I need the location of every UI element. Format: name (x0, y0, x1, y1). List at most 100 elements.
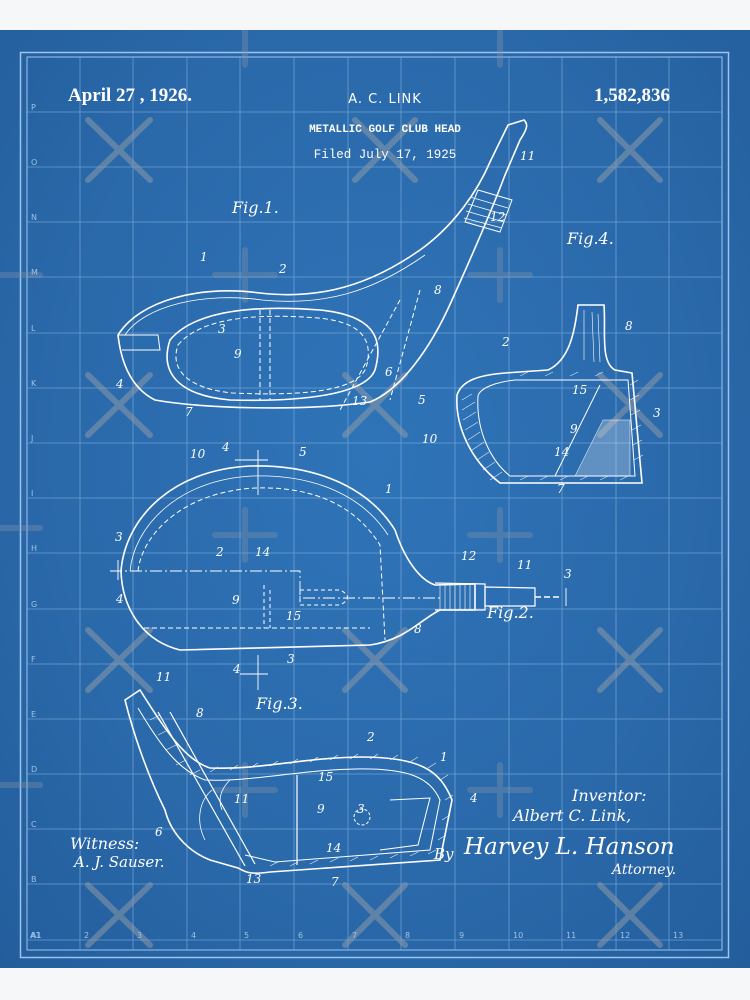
reference-number: 4 (470, 791, 478, 805)
col-label: A1 (30, 931, 41, 940)
col-label: 12 (620, 931, 631, 940)
row-label: C (31, 820, 37, 829)
reference-number: 9 (234, 347, 242, 361)
reference-number: 9 (570, 422, 578, 436)
col-label: 2 (84, 931, 90, 940)
row-label: F (31, 655, 36, 664)
col-label: 3 (137, 931, 143, 940)
row-label: L (31, 324, 36, 333)
reference-number: 7 (331, 875, 339, 889)
row-label: I (31, 489, 34, 498)
reference-number: 7 (185, 405, 193, 419)
reference-number: 8 (434, 283, 442, 297)
col-label: 9 (459, 931, 465, 940)
row-label: P (31, 103, 36, 112)
reference-number: 13 (352, 394, 368, 408)
col-label: 11 (566, 931, 577, 940)
row-label: H (31, 544, 38, 553)
blueprint-poster: April 27 , 1926. 1,582,836 A. C. LINK ME… (0, 30, 750, 968)
row-label: A1 (31, 931, 42, 940)
reference-number: 11 (156, 670, 172, 684)
reference-number: 15 (572, 383, 588, 397)
reference-number: 9 (232, 593, 240, 607)
reference-number: 14 (326, 841, 342, 855)
attorney-signature: Harvey L. Hanson (464, 834, 675, 860)
row-label: K (31, 379, 37, 388)
patent-number: 1,582,836 (594, 85, 670, 106)
reference-number: 4 (116, 377, 124, 391)
col-label: 13 (673, 931, 684, 940)
watermark-marks (0, 30, 663, 948)
reference-number: 3 (287, 652, 295, 666)
reference-number: 9 (317, 802, 325, 816)
reference-number: 4 (116, 592, 124, 606)
col-label: 4 (191, 931, 197, 940)
reference-number: 2 (502, 335, 510, 349)
reference-number: 3 (357, 802, 365, 816)
reference-number: 2 (367, 730, 375, 744)
inventor-header: A. C. LINK (348, 92, 422, 107)
reference-number: 10 (190, 447, 206, 461)
inventor-signature: Albert C. Link, (513, 806, 632, 825)
figure-1-label: Fig.1. (232, 198, 279, 217)
reference-number: 14 (554, 445, 570, 459)
col-label: 8 (405, 931, 411, 940)
issue-date: April 27 , 1926. (68, 85, 193, 106)
by-label: By (434, 845, 454, 863)
reference-number: 12 (461, 549, 477, 563)
reference-number: 1 (440, 750, 448, 764)
row-label: B (31, 875, 37, 884)
reference-number: 3 (115, 530, 123, 544)
filed-date: Filed July 17, 1925 (313, 148, 457, 162)
col-label: 5 (244, 931, 250, 940)
figure-3-drawing (124, 688, 454, 875)
figure-1-drawing (117, 119, 528, 411)
patent-title: METALLIC GOLF CLUB HEAD (309, 124, 461, 136)
reference-number: 10 (422, 432, 438, 446)
reference-number: 2 (279, 262, 287, 276)
reference-number: 3 (218, 322, 226, 336)
reference-number: 5 (418, 393, 426, 407)
blueprint-grid (0, 30, 730, 959)
row-label: E (31, 710, 37, 719)
figure-2-label: Fig.2. (487, 603, 534, 622)
reference-number: 11 (520, 149, 536, 163)
col-label: 10 (513, 931, 524, 940)
reference-number: 8 (625, 319, 633, 333)
reference-number: 14 (255, 545, 271, 559)
reference-number: 11 (517, 558, 533, 572)
row-label: N (31, 213, 37, 222)
reference-number: 6 (385, 365, 393, 379)
witness-signature: A. J. Sauser. (74, 853, 165, 871)
attorney-label: Attorney. (612, 862, 677, 878)
reference-number: 4 (233, 662, 241, 676)
row-label: O (31, 158, 38, 167)
reference-number: 4 (222, 440, 230, 454)
figure-4-drawing (456, 304, 644, 484)
figure-3-label: Fig.3. (256, 694, 303, 713)
reference-number: 1 (200, 250, 208, 264)
reference-number: 12 (490, 210, 506, 224)
row-label: D (31, 765, 38, 774)
reference-number: 3 (653, 406, 661, 420)
col-label: 7 (352, 931, 358, 940)
figure-2-drawing (110, 450, 567, 690)
reference-number: 8 (196, 706, 204, 720)
row-label: M (31, 268, 38, 277)
reference-number: 15 (286, 609, 302, 623)
inventor-label: Inventor: (572, 786, 647, 805)
reference-number: 13 (246, 872, 262, 886)
reference-number: 2 (216, 545, 224, 559)
reference-number: 11 (234, 792, 250, 806)
figure-4-label: Fig.4. (567, 229, 614, 248)
witness-label: Witness: (70, 834, 140, 853)
row-label: J (31, 434, 34, 443)
reference-number: 1 (385, 482, 393, 496)
row-label: G (31, 600, 38, 609)
reference-number: 7 (557, 482, 565, 496)
reference-number: 5 (299, 445, 307, 459)
reference-number: 3 (564, 567, 572, 581)
reference-number: 15 (318, 770, 334, 784)
col-label: 6 (298, 931, 304, 940)
reference-number: 8 (414, 622, 422, 636)
